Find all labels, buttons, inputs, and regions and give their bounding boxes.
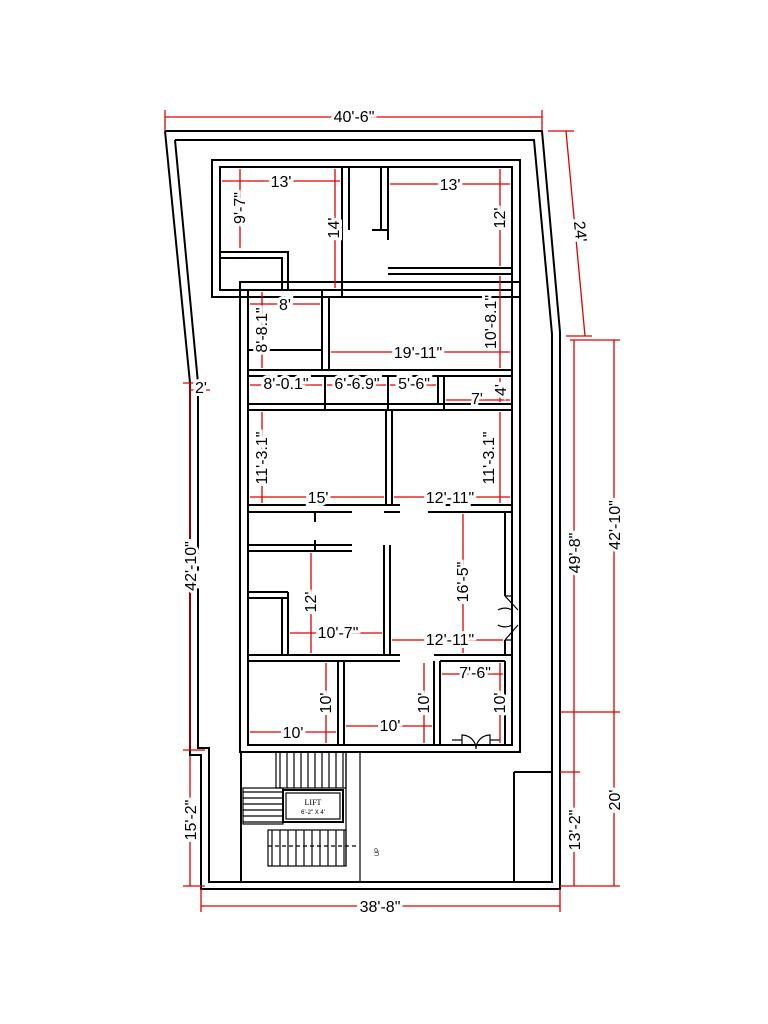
room-r2-height: 12'	[492, 208, 509, 229]
room-bottom-a-height: 10'	[318, 693, 335, 714]
room-r1-side: 14'	[326, 218, 343, 239]
room-r3-height: 8'-8.1"	[254, 307, 271, 352]
room-bottom-b-height: 10'	[416, 693, 433, 714]
room-strip-a: 8'-0.1"	[263, 376, 308, 393]
room-mid-left-height: 11'-3.1"	[254, 432, 271, 485]
dim-left-main: 42'-10"	[183, 541, 200, 591]
room-bottom-a-width: 10'	[283, 725, 304, 742]
room-strip-d: 7'	[471, 391, 483, 408]
room-lower-left-height: 12'	[303, 592, 320, 613]
room-mid-right-width: 12'-11"	[426, 490, 474, 507]
dim-right-stair: 13'-2"	[567, 810, 584, 851]
lift-size: 6'-2" X 4'	[301, 810, 325, 816]
room-bottom-b-width: 10'	[380, 718, 401, 735]
dimension-labels: 40'-6" 38'-8" 24' 42'-10" 49'-8" 20' 13'…	[180, 106, 627, 919]
room-mid-left-width: 15'	[308, 490, 329, 507]
dim-right-angled: 24'	[570, 220, 589, 243]
dim-right-lower: 20'	[607, 790, 624, 811]
room-strip-b: 6'-6.9"	[334, 376, 379, 393]
stair-up-label: UP	[375, 848, 381, 856]
dim-right-inner-total: 49'-8"	[567, 533, 584, 574]
dimension-lines	[164, 110, 620, 912]
dim-right-outer-total: 42'-10"	[607, 500, 624, 550]
lift-labels: LIFT 6'-2" X 4' UP	[301, 798, 381, 856]
room-r1-height: 9'-7"	[232, 192, 249, 224]
room-lower-right-height: 16'-5"	[455, 562, 472, 603]
room-lower-right-width: 12'-11"	[426, 632, 474, 649]
room-mid-right-height: 11'-3.1"	[481, 432, 498, 485]
room-strip-c: 5'-6"	[398, 376, 430, 393]
room-bottom-c-height: 10'	[492, 693, 509, 714]
lift-title: LIFT	[305, 798, 322, 807]
dim-left-lower: 15'-2"	[183, 800, 200, 841]
room-r3-width: 8'	[279, 297, 291, 314]
room-r2-width: 13'	[440, 177, 461, 194]
inner-walls	[211, 159, 521, 753]
room-r1-width: 13'	[271, 174, 292, 191]
room-hall-height: 10'-8.1"	[483, 295, 500, 349]
dim-overall-bottom: 38'-8"	[360, 899, 401, 916]
stair-treads	[243, 752, 345, 866]
outer-walls	[164, 130, 561, 890]
doors	[452, 595, 519, 750]
room-bottom-c-width: 7'-6"	[459, 665, 491, 682]
room-strip-d-height: 4'	[493, 384, 510, 396]
dim-left-offset: 2'	[195, 380, 207, 397]
room-lower-left-width: 10'-7"	[318, 625, 359, 642]
room-hall-width: 19'-11"	[394, 345, 442, 362]
dim-overall-top: 40'-6"	[334, 109, 375, 126]
